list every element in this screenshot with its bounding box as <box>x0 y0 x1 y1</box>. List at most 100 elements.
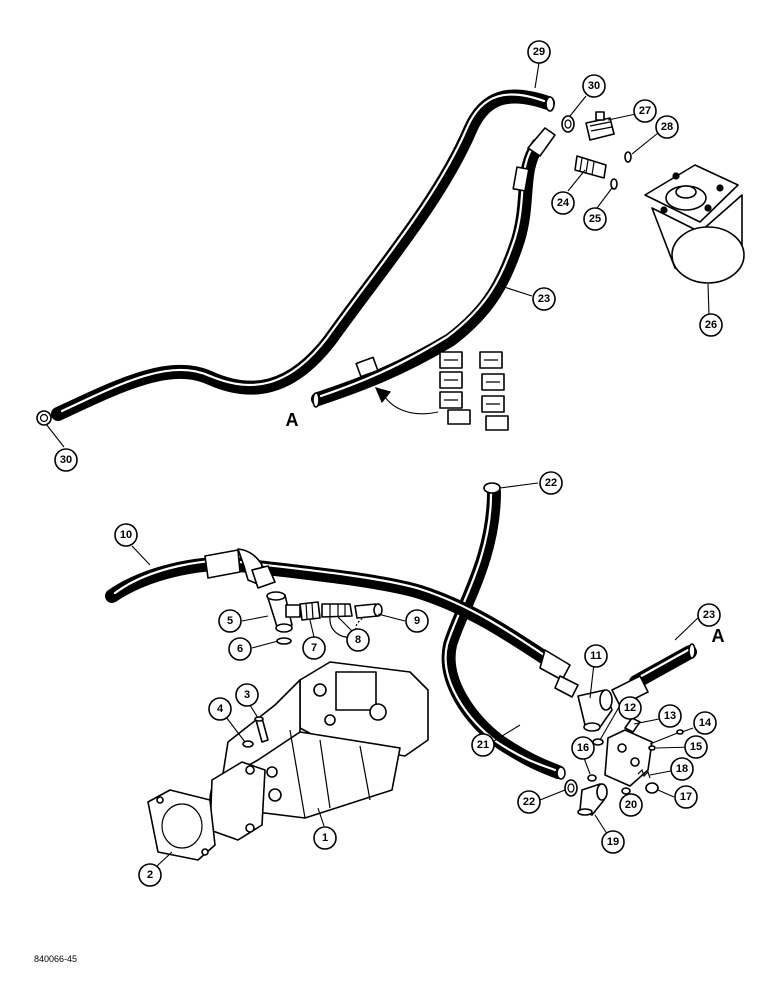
curved-arrow-icon <box>381 391 439 415</box>
oring-25 <box>610 178 618 190</box>
callout-30-top: 30 <box>582 74 606 98</box>
callout-16: 16 <box>571 736 595 760</box>
nut-30-bottom <box>36 410 52 426</box>
figure-reference: 840066-45 <box>34 954 77 964</box>
svg-text:6: 6 <box>237 643 243 655</box>
svg-text:7: 7 <box>311 642 317 654</box>
callout-3: 3 <box>235 683 259 707</box>
svg-text:21: 21 <box>477 739 489 751</box>
callout-18: 18 <box>670 757 694 781</box>
svg-text:28: 28 <box>661 121 673 133</box>
svg-text:27: 27 <box>639 105 651 117</box>
callout-5: 5 <box>218 609 242 633</box>
oring-12 <box>592 738 604 746</box>
svg-text:30: 30 <box>588 80 600 92</box>
tee-fitting-5 <box>266 591 301 633</box>
svg-text:3: 3 <box>244 689 250 701</box>
svg-text:23: 23 <box>703 609 715 621</box>
adapter-7 <box>299 601 321 621</box>
callout-8: 8 <box>346 628 370 652</box>
oring-16 <box>587 774 597 782</box>
callout-1: 1 <box>313 826 337 850</box>
callout-30-bottom: 30 <box>54 448 78 472</box>
callout-12: 12 <box>618 696 642 720</box>
oring-6 <box>276 637 292 645</box>
washer-4 <box>242 740 254 748</box>
hose-23-upper <box>311 127 556 408</box>
hose-10 <box>105 548 579 698</box>
callout-13: 13 <box>658 704 682 728</box>
callout-17: 17 <box>674 785 698 809</box>
svg-text:24: 24 <box>557 197 570 209</box>
svg-text:17: 17 <box>680 791 692 803</box>
svg-text:19: 19 <box>607 836 619 848</box>
fitting-27 <box>585 111 615 141</box>
callout-20: 20 <box>619 793 643 817</box>
callout-11: 11 <box>584 644 608 668</box>
callout-23-upper: 23 <box>532 287 556 311</box>
svg-text:15: 15 <box>690 741 702 753</box>
callout-4: 4 <box>208 697 232 721</box>
hose-23-lower <box>611 643 697 707</box>
svg-text:20: 20 <box>625 799 637 811</box>
callout-19: 19 <box>601 830 625 854</box>
svg-text:1: 1 <box>322 832 328 844</box>
connection-letter-a-lower: A <box>712 626 725 646</box>
svg-text:29: 29 <box>533 46 545 58</box>
svg-text:22: 22 <box>523 796 535 808</box>
svg-text:11: 11 <box>590 650 602 662</box>
svg-text:5: 5 <box>227 615 233 627</box>
svg-text:16: 16 <box>577 742 589 754</box>
bolt-14 <box>649 729 684 745</box>
spring-18 <box>637 768 651 779</box>
bolt-3 <box>254 716 269 743</box>
callout-15: 15 <box>684 735 708 759</box>
callout-23-lower: 23 <box>697 603 721 627</box>
gasket-2 <box>147 789 216 861</box>
callout-22-upper: 22 <box>539 471 563 495</box>
callout-6: 6 <box>228 637 252 661</box>
clamp-22-lower <box>564 779 578 797</box>
svg-text:4: 4 <box>217 703 224 715</box>
plug-17 <box>645 782 659 794</box>
callout-7: 7 <box>302 636 326 660</box>
svg-text:22: 22 <box>545 477 557 489</box>
svg-text:2: 2 <box>147 869 153 881</box>
svg-text:30: 30 <box>60 454 72 466</box>
callout-2: 2 <box>138 863 162 887</box>
callout-22-lower: 22 <box>517 790 541 814</box>
svg-text:14: 14 <box>699 717 712 729</box>
callout-9: 9 <box>405 609 429 633</box>
elbow-fitting-11 <box>577 689 613 732</box>
connection-letter-a-upper: A <box>286 410 299 430</box>
callout-25: 25 <box>583 207 607 231</box>
clamp-detail-inset <box>439 351 509 431</box>
fitting-24 <box>574 155 607 179</box>
seal-20 <box>621 787 631 795</box>
svg-text:10: 10 <box>120 529 132 541</box>
svg-text:23: 23 <box>538 293 550 305</box>
svg-text:25: 25 <box>589 213 601 225</box>
callout-26: 26 <box>699 313 723 337</box>
nut-30-top <box>561 115 575 133</box>
steering-motor-26 <box>644 164 745 284</box>
arrow-head <box>374 387 392 404</box>
leader-lines <box>45 62 710 867</box>
svg-text:18: 18 <box>676 763 688 775</box>
callout-29: 29 <box>527 40 551 64</box>
svg-text:8: 8 <box>355 634 361 646</box>
washer-15 <box>648 745 656 751</box>
oring-28 <box>624 151 632 163</box>
callout-27: 27 <box>633 99 657 123</box>
dust-cap-9 <box>354 603 383 619</box>
hose-29 <box>51 89 555 421</box>
callout-14: 14 <box>693 711 717 735</box>
callout-21: 21 <box>471 733 495 757</box>
svg-text:9: 9 <box>414 615 420 627</box>
svg-text:12: 12 <box>624 702 636 714</box>
callout-28: 28 <box>655 115 679 139</box>
callout-10: 10 <box>114 523 138 547</box>
elbow-fitting-19 <box>577 783 608 816</box>
svg-text:26: 26 <box>705 319 717 331</box>
